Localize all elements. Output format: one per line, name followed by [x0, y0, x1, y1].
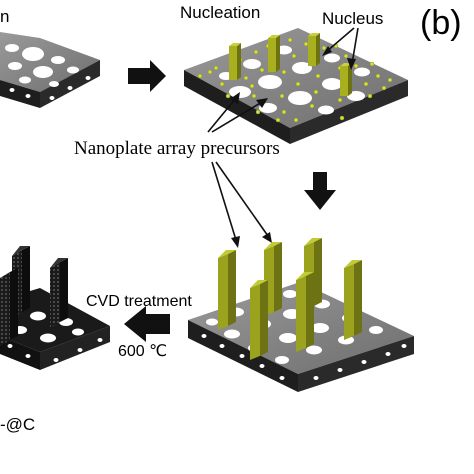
arrow-left-bottom: [124, 306, 170, 342]
label-top-left-fragment: n: [0, 7, 9, 26]
substrate-nanoplate-array: [188, 238, 414, 392]
arrow-right-top: [128, 60, 166, 92]
substrate-top-left: [0, 32, 100, 108]
substrate-nucleation: [184, 28, 408, 144]
nucleus-pointers: [322, 27, 359, 70]
label-nanoplate-precursors: Nanoplate array precursors: [74, 138, 280, 159]
substrate-carbon-coated: [0, 246, 110, 370]
label-nucleus: Nucleus: [322, 9, 383, 28]
label-bottom-left-fragment: -@C: [0, 415, 35, 434]
label-temperature: 600 ℃: [118, 343, 167, 360]
label-nucleation: Nucleation: [180, 3, 260, 22]
carbon-coated-plates: [0, 246, 68, 346]
arrow-down: [304, 172, 336, 210]
panel-letter: (b): [420, 4, 462, 42]
nucleus-pillars: [229, 33, 352, 96]
nanoplates: [218, 238, 362, 360]
precursor-pointers: [207, 92, 272, 248]
label-cvd-treatment: CVD treatment: [86, 293, 192, 310]
